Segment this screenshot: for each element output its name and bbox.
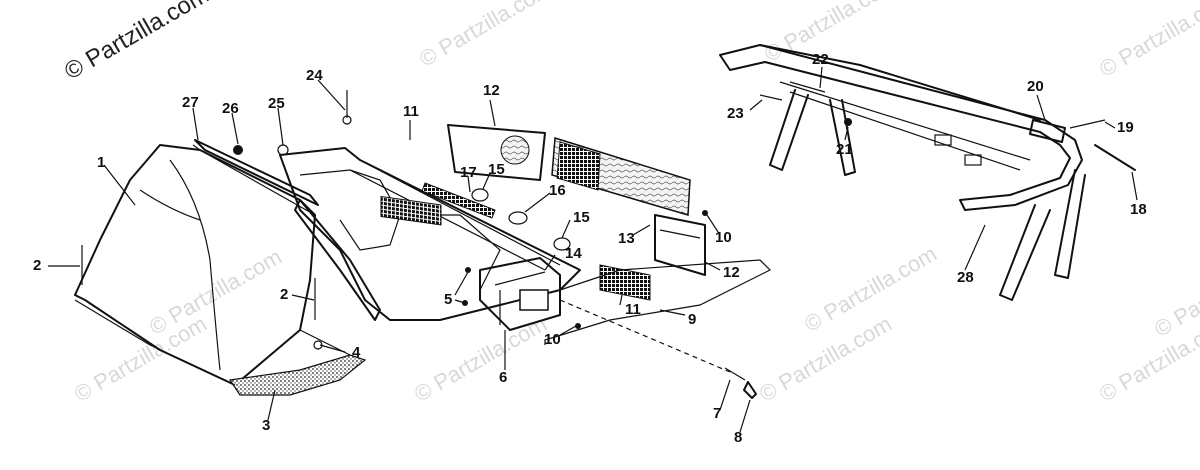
callout-16: 16 [549, 182, 566, 199]
callout-6: 6 [499, 369, 508, 386]
callout-22: 22 [812, 51, 829, 68]
callout-15: 15 [488, 161, 505, 178]
body-pan [279, 147, 581, 321]
leader-lines [48, 66, 1138, 433]
callout-21: 21 [836, 141, 853, 158]
callout-11: 11 [403, 103, 419, 120]
callout-18: 18 [1130, 201, 1147, 218]
callout-7: 7 [713, 405, 722, 422]
callout-11: 11 [625, 301, 641, 318]
bolt-23 [759, 94, 783, 101]
grommet-25 [277, 144, 289, 156]
callout-25: 25 [268, 95, 285, 112]
callout-2: 2 [33, 257, 42, 274]
callout-10: 10 [715, 229, 732, 246]
bolt-22 [789, 81, 826, 93]
light-bar [421, 182, 496, 219]
callout-2: 2 [280, 286, 289, 303]
callout-27: 27 [182, 94, 199, 111]
bracket-20 [1029, 119, 1066, 143]
bulb-15-upper [471, 188, 489, 202]
callout-10: 10 [544, 331, 561, 348]
callout-23: 23 [727, 105, 744, 122]
callout-3: 3 [262, 417, 271, 434]
callout-12: 12 [723, 264, 740, 281]
nut-21 [844, 118, 852, 126]
callout-12: 12 [483, 82, 500, 99]
callout-24: 24 [306, 67, 323, 84]
callout-19: 19 [1117, 119, 1134, 136]
bulb-16 [508, 211, 528, 225]
nut-8 [743, 381, 757, 399]
callout-26: 26 [222, 100, 239, 117]
callout-5: 5 [444, 291, 453, 308]
tray-outline [544, 259, 772, 345]
callout-15: 15 [573, 209, 590, 226]
frame-rail [294, 199, 381, 321]
tail-light-housing [479, 257, 561, 331]
reflector-lower [599, 264, 651, 301]
panel-upper [447, 124, 546, 181]
rod-18 [1094, 144, 1136, 171]
pin-19 [1069, 119, 1106, 129]
reflector-upper [380, 195, 442, 226]
callout-28: 28 [957, 269, 974, 286]
trim-strip [194, 139, 319, 206]
callout-9: 9 [688, 311, 697, 328]
callout-14: 14 [565, 245, 582, 262]
callout-8: 8 [734, 429, 743, 446]
callout-4: 4 [352, 344, 361, 361]
callout-1: 1 [97, 154, 106, 171]
bolt-7 [724, 367, 746, 381]
callout-17: 17 [460, 164, 477, 181]
callout-20: 20 [1027, 78, 1044, 95]
callout-13: 13 [618, 230, 635, 247]
grommet-26 [233, 145, 243, 155]
rear-bumper [719, 44, 1086, 301]
bracket-lower [654, 214, 706, 276]
